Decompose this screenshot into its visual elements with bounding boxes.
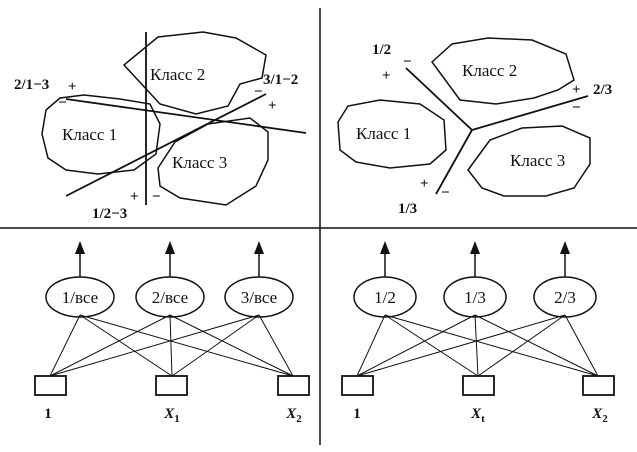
output-arrows <box>384 252 566 277</box>
plus-sign: + <box>268 98 277 114</box>
separator-line-2-vs-3 <box>471 95 589 131</box>
class-3-region <box>467 125 591 197</box>
plus-sign: + <box>572 82 581 98</box>
input-node-x2 <box>582 375 615 396</box>
node-2-vs-3 <box>533 276 597 318</box>
separator-label-1-vs-2: 1/2 <box>372 42 391 58</box>
class-3-label: Класс 3 <box>172 153 227 172</box>
minus-sign: − <box>572 100 581 116</box>
separator-line-1-vs-2 <box>405 67 473 131</box>
separator-line-1-vs-3 <box>435 129 473 195</box>
input-label: X2 <box>285 406 302 425</box>
arrow-head <box>380 241 390 254</box>
input-node-x1 <box>155 375 188 396</box>
class-2-label: Класс 2 <box>150 65 205 84</box>
panel-pairwise-regions: Класс 2 Класс 1 Класс 3 1/2 2/3 1/3 + − … <box>337 37 612 217</box>
separator-label-2-vs-3: 2/3 <box>593 82 612 98</box>
node-label: 1/2 <box>374 288 396 307</box>
class-1-region <box>41 94 161 175</box>
input-label: 1 <box>353 406 361 422</box>
input-node-bias <box>341 375 374 396</box>
class-3-label: Класс 3 <box>510 151 565 170</box>
class-1-region <box>337 99 447 169</box>
minus-sign: − <box>58 95 67 111</box>
panel-one-vs-all-network: 1/все 2/все 3/все 1 X1 X2 <box>34 241 310 425</box>
minus-sign: − <box>441 185 450 201</box>
panel-pairwise-network: 1/2 1/3 2/3 1 Xt X2 <box>341 241 615 425</box>
plus-sign: + <box>68 79 77 95</box>
output-arrows <box>79 252 260 277</box>
node-3-vs-all <box>224 276 294 318</box>
arrow-head <box>254 241 264 254</box>
node-label: 1/все <box>62 288 98 307</box>
separator-label-2-vs-13: 2/1−3 <box>14 77 49 93</box>
node-label: 1/3 <box>464 288 486 307</box>
class-2-label: Класс 2 <box>462 61 517 80</box>
connection-lines <box>356 314 599 377</box>
panel-one-vs-all-regions: Класс 2 Класс 1 Класс 3 2/1−3 3/1−2 1/2−… <box>14 31 307 222</box>
node-1-vs-all <box>45 276 115 318</box>
minus-sign: − <box>403 54 412 70</box>
arrow-head <box>470 241 480 254</box>
input-node-bias <box>34 375 67 396</box>
node-label: 2/3 <box>554 288 576 307</box>
input-label: 1 <box>44 406 52 422</box>
class-2-region <box>430 37 575 105</box>
separator-label-3-vs-12: 3/1−2 <box>263 72 298 88</box>
connection-lines <box>49 314 294 377</box>
separator-label-1-vs-23: 1/2−3 <box>92 206 127 222</box>
separator-line-2-vs-13 <box>65 98 307 134</box>
node-label: 3/все <box>241 288 277 307</box>
plus-sign: + <box>420 176 429 192</box>
node-1-vs-2 <box>353 276 417 318</box>
input-node-x2 <box>277 375 310 396</box>
class-1-label: Класс 1 <box>356 124 411 143</box>
arrow-head <box>75 241 85 254</box>
node-label: 2/все <box>152 288 188 307</box>
minus-sign: − <box>254 84 263 100</box>
separator-label-1-vs-3: 1/3 <box>398 201 417 217</box>
input-label: Xt <box>470 406 485 425</box>
node-2-vs-all <box>135 276 205 318</box>
arrow-head <box>165 241 175 254</box>
input-label: X2 <box>591 406 608 425</box>
node-1-vs-3 <box>443 276 507 318</box>
plus-sign: + <box>382 68 391 84</box>
class-1-label: Класс 1 <box>62 125 117 144</box>
plus-sign: + <box>130 189 139 205</box>
input-node-xt <box>462 375 495 396</box>
minus-sign: − <box>152 189 161 205</box>
arrow-head <box>560 241 570 254</box>
separator-line-3-vs-12 <box>65 93 267 197</box>
class-2-region <box>122 31 267 115</box>
input-label: X1 <box>163 406 180 425</box>
